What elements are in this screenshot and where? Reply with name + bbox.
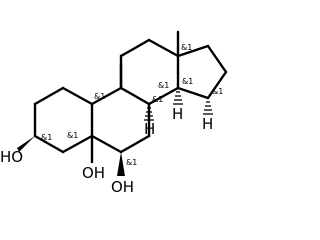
stereo-mark-c8b: &1 [182,77,193,86]
stereo-mark-c6: &1 [126,158,137,167]
c3-oh-wedge-bond [17,136,35,152]
stereo-mark-c13: &1 [181,43,192,52]
c6-hydroxyl-label: OH [111,178,134,196]
stereo-mark-c5: &1 [67,131,78,140]
stereo-mark-c8: &1 [158,81,169,90]
c9-hydrogen-label: H [144,120,155,138]
c5-hydroxyl-label: OH [82,164,105,182]
c9-h-hash-bond [144,107,154,121]
c14-hydrogen-label: H [202,115,213,133]
c3-hydroxyl-label: HO [0,148,23,166]
c8-h-hash-bond [173,91,183,105]
stereo-mark-c10: &1 [94,92,105,101]
ring-d [176,44,228,100]
stereo-mark-c14: &1 [212,87,223,96]
ring-a [33,86,94,154]
stereo-mark-c9: &1 [152,95,163,104]
steroid-structure-diagram: HO OH OH H H H &1 &1 &1 &1 &1 &1 &1 &1 &… [0,30,228,196]
ring-c [119,38,180,106]
c14-h-hash-bond [203,101,213,115]
stereo-mark-c3: &1 [41,133,52,142]
c6-oh-wedge-bond [117,152,125,176]
c8-hydrogen-label: H [172,105,183,123]
